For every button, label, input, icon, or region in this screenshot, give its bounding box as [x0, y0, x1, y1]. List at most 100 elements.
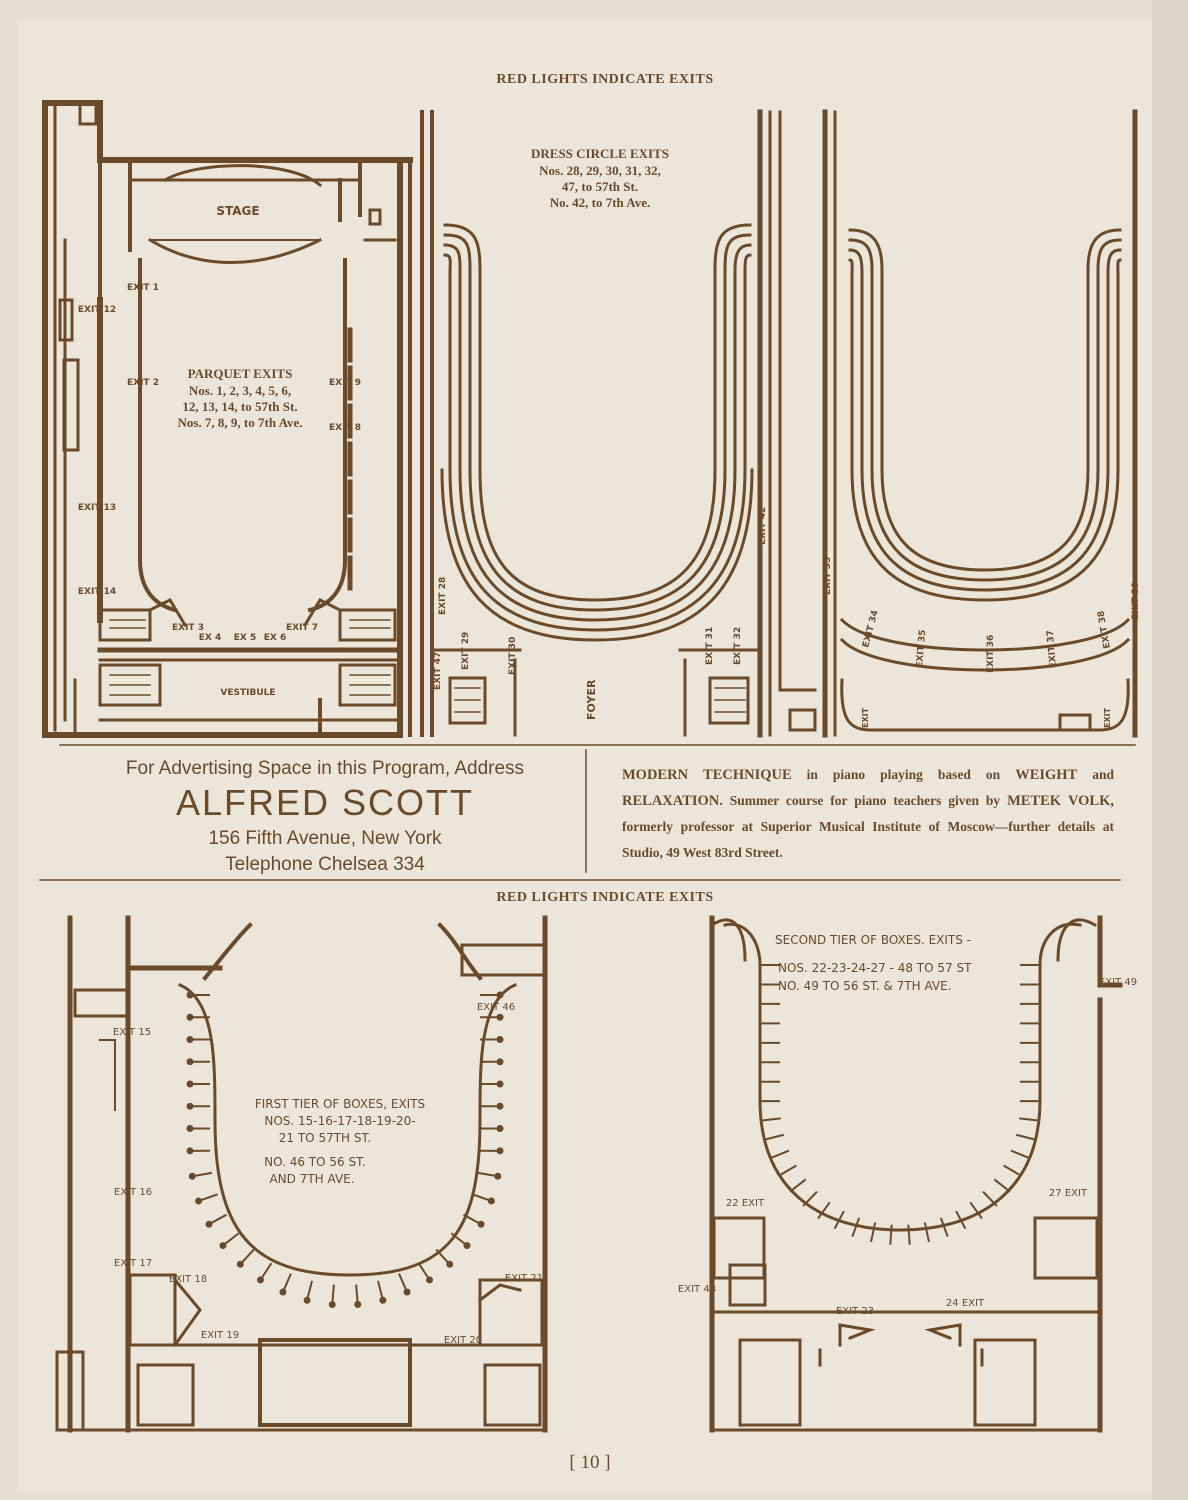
box-seat-mark	[463, 1242, 471, 1250]
parquet-line-1: Nos. 1, 2, 3, 4, 5, 6,	[189, 383, 291, 398]
box-partition	[306, 1280, 313, 1299]
box-partition	[282, 1273, 292, 1291]
box-seat-mark	[219, 1242, 227, 1250]
exit-30: EXIT 30	[508, 637, 518, 675]
box-partition	[450, 1232, 467, 1246]
exit-1: EXIT 1	[127, 283, 159, 293]
box-partition	[802, 1190, 818, 1207]
exit-27: 27 EXIT	[1049, 1188, 1088, 1199]
first-tier-line-4: NO. 46 TO 56 ST.	[264, 1155, 366, 1169]
box-partition	[907, 1224, 911, 1245]
box-seat-mark	[303, 1296, 311, 1304]
exit-3: EXIT 3	[172, 623, 204, 633]
exit-5: EX 5	[234, 633, 256, 643]
box-seat-mark	[186, 1102, 194, 1110]
exit-37: EXIT 37	[1046, 630, 1059, 669]
box-seat-mark	[487, 1197, 495, 1205]
box-partition	[833, 1210, 845, 1230]
parquet-title: PARQUET EXITS	[188, 366, 293, 381]
notice-text-4: formerly professor at Superior Musical I…	[622, 819, 1114, 860]
exit-23: EXIT 23	[836, 1306, 874, 1317]
exit-32: EXIT 32	[733, 627, 743, 665]
first-tier-line-3: 21 TO 57TH ST.	[279, 1131, 371, 1145]
box-partition	[331, 1284, 335, 1303]
exit-42: EXIT 42	[758, 507, 768, 545]
box-partition	[377, 1280, 384, 1299]
box-seat-mark	[496, 1147, 504, 1155]
box-partition	[764, 1133, 784, 1141]
exit-35: EXIT 35	[915, 629, 928, 668]
box-partition	[398, 1273, 408, 1291]
exit-4: EX 4	[199, 633, 221, 643]
box-partition	[760, 1117, 781, 1122]
exit-33: EXIT 33	[823, 557, 833, 595]
box-partition	[817, 1201, 831, 1220]
box-seat-mark	[186, 1035, 194, 1043]
box-seat-mark	[496, 1080, 504, 1088]
notice-bold-2: WEIGHT	[1015, 767, 1078, 783]
box-partition	[778, 1164, 797, 1177]
box-seat-mark	[446, 1260, 454, 1268]
box-partition	[1019, 1117, 1040, 1122]
exit-38: EXIT 38	[1096, 610, 1112, 649]
parquet-plan	[42, 100, 413, 738]
dress-circle-line-2: 47, to 57th St.	[562, 179, 638, 194]
box-seat-mark	[186, 1080, 194, 1088]
notice-bold-4: METEK VOLK,	[1007, 793, 1114, 809]
box-seat-mark	[496, 991, 504, 999]
box-partition	[194, 1171, 213, 1177]
box-seat-mark	[496, 1058, 504, 1066]
exit-balcony-left: EXIT	[861, 707, 870, 728]
box-partition	[210, 1213, 227, 1225]
box-seat-mark	[403, 1288, 411, 1296]
exit-31: EXIT 31	[705, 627, 715, 665]
notice-text-1: in piano playing based on	[791, 767, 1016, 782]
box-partition	[1010, 1149, 1030, 1160]
box-partition	[472, 1193, 490, 1202]
notice-bold-1: MODERN TECHNIQUE	[622, 767, 792, 783]
exit-17: EXIT 17	[114, 1258, 152, 1269]
dress-circle-plan	[420, 109, 772, 738]
advertising-line-1: For Advertising Space in this Program, A…	[125, 758, 525, 779]
box-partition	[463, 1213, 480, 1225]
exit-balcony-right: EXIT	[1103, 707, 1112, 728]
box-partition	[969, 1201, 983, 1220]
page-edge	[1152, 0, 1188, 1500]
page-number: [ 10 ]	[569, 1452, 611, 1473]
box-partition	[939, 1217, 949, 1237]
exit-24: 24 EXIT	[946, 1298, 985, 1309]
dress-circle-line-3: No. 42, to 7th Ave.	[550, 195, 651, 210]
exit-21: EXIT 21	[505, 1273, 543, 1284]
box-partition	[923, 1222, 930, 1243]
foyer-label: FOYER	[585, 679, 598, 720]
box-seat-mark	[186, 991, 194, 999]
exit-13: EXIT 13	[78, 503, 116, 513]
box-partition	[200, 1193, 218, 1202]
program-page	[18, 20, 1158, 1492]
notice-text-3: Summer course for piano teachers given b…	[722, 793, 1008, 808]
box-seat-mark	[186, 1147, 194, 1155]
exit-39: EXIT 39	[1131, 582, 1141, 620]
box-seat-mark	[354, 1300, 362, 1308]
box-partition	[851, 1217, 861, 1237]
exit-15: EXIT 15	[113, 1027, 151, 1038]
exit-2: EXIT 2	[127, 378, 159, 388]
box-seat-mark	[256, 1276, 264, 1284]
top-header: RED LIGHTS INDICATE EXITS	[496, 72, 714, 87]
exit-6: EX 6	[264, 633, 286, 643]
exit-47: EXIT 47	[433, 652, 443, 690]
exit-12: EXIT 12	[78, 305, 116, 315]
exit-14: EXIT 14	[78, 587, 116, 597]
box-seat-mark	[186, 1058, 194, 1066]
box-partition	[993, 1178, 1011, 1193]
parquet-line-2: 12, 13, 14, to 57th St.	[182, 399, 297, 414]
box-seat-mark	[496, 1035, 504, 1043]
box-partition	[982, 1190, 998, 1207]
balcony-plan	[778, 109, 1138, 738]
box-partition	[223, 1232, 240, 1246]
exit-48: EXIT 48	[678, 1284, 716, 1295]
box-partition	[417, 1262, 430, 1279]
box-partition	[240, 1248, 255, 1264]
exit-28: EXIT 28	[438, 577, 448, 615]
first-tier-line-5: AND 7TH AVE.	[269, 1172, 354, 1186]
